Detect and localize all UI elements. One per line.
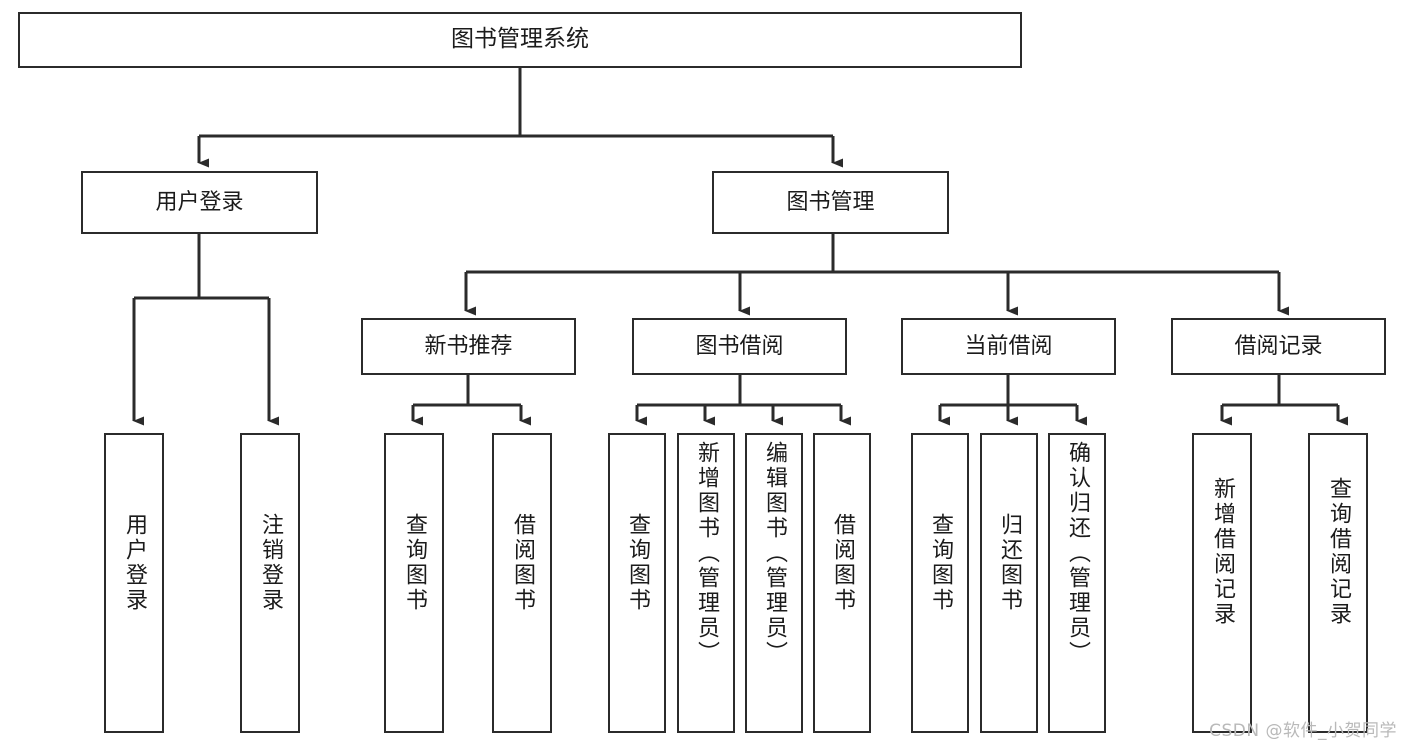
node-leaf-add-book[interactable]: 新增图书（管理员） bbox=[677, 433, 735, 733]
node-label: 编辑图书（管理员） bbox=[762, 441, 787, 666]
node-leaf-borrow-book-recommend[interactable]: 借阅图书 bbox=[492, 433, 552, 733]
node-leaf-borrow-book[interactable]: 借阅图书 bbox=[813, 433, 871, 733]
node-leaf-logout[interactable]: 注销登录 bbox=[240, 433, 300, 733]
node-label: 图书借阅 bbox=[695, 333, 784, 359]
node-label: 图书管理系统 bbox=[451, 26, 589, 53]
node-label: 借阅记录 bbox=[1234, 333, 1323, 359]
node-leaf-query-book-recommend[interactable]: 查询图书 bbox=[384, 433, 444, 733]
node-label: 用户登录 bbox=[155, 189, 244, 215]
node-leaf-confirm-return[interactable]: 确认归还（管理员） bbox=[1048, 433, 1106, 733]
node-book-management[interactable]: 图书管理 bbox=[712, 171, 949, 234]
node-label: 查询图书 bbox=[625, 513, 650, 613]
node-label: 确认归还（管理员） bbox=[1065, 441, 1090, 666]
node-label: 新增图书（管理员） bbox=[694, 441, 719, 666]
node-leaf-query-borrow-record[interactable]: 查询借阅记录 bbox=[1308, 433, 1368, 733]
node-label: 借阅图书 bbox=[830, 513, 855, 613]
node-leaf-add-borrow-record[interactable]: 新增借阅记录 bbox=[1192, 433, 1252, 733]
node-label: 查询图书 bbox=[928, 513, 953, 613]
watermark-text: CSDN @软件_小贺同学 bbox=[1209, 721, 1397, 741]
node-label: 图书管理 bbox=[786, 189, 875, 215]
node-borrow-record[interactable]: 借阅记录 bbox=[1171, 318, 1386, 375]
node-book-borrow[interactable]: 图书借阅 bbox=[632, 318, 847, 375]
node-leaf-edit-book[interactable]: 编辑图书（管理员） bbox=[745, 433, 803, 733]
node-label: 注销登录 bbox=[258, 513, 283, 613]
node-label: 查询借阅记录 bbox=[1326, 477, 1351, 627]
node-label: 借阅图书 bbox=[510, 513, 535, 613]
node-leaf-query-book-borrow[interactable]: 查询图书 bbox=[608, 433, 666, 733]
node-leaf-query-book-current[interactable]: 查询图书 bbox=[911, 433, 969, 733]
node-user-login[interactable]: 用户登录 bbox=[81, 171, 318, 234]
node-label: 新增借阅记录 bbox=[1210, 477, 1235, 627]
node-leaf-return-book[interactable]: 归还图书 bbox=[980, 433, 1038, 733]
node-leaf-user-login[interactable]: 用户登录 bbox=[104, 433, 164, 733]
node-label: 新书推荐 bbox=[424, 333, 513, 359]
node-root-system[interactable]: 图书管理系统 bbox=[18, 12, 1022, 68]
node-label: 归还图书 bbox=[997, 513, 1022, 613]
node-current-borrow[interactable]: 当前借阅 bbox=[901, 318, 1116, 375]
node-new-book-recommend[interactable]: 新书推荐 bbox=[361, 318, 576, 375]
node-label: 查询图书 bbox=[402, 513, 427, 613]
node-label: 当前借阅 bbox=[964, 333, 1053, 359]
node-label: 用户登录 bbox=[122, 513, 147, 613]
